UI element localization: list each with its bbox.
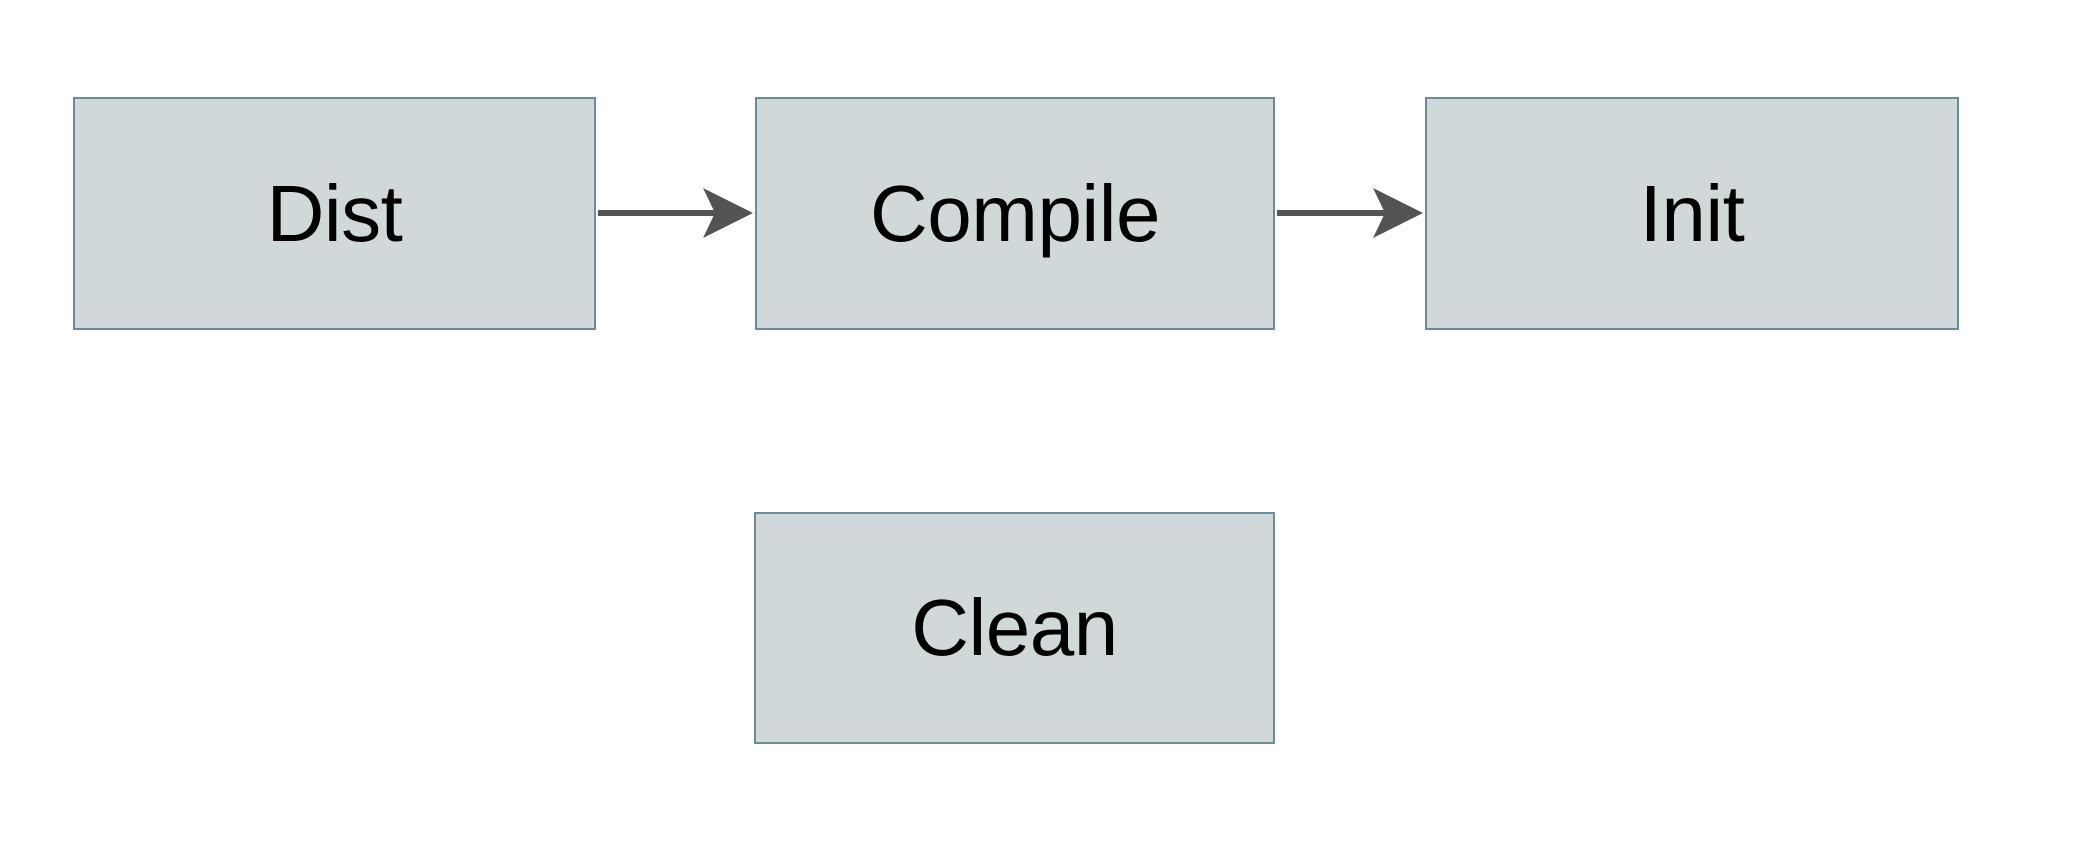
node-dist[interactable]: Dist xyxy=(73,97,596,330)
edge-dist-to-compile xyxy=(598,188,753,238)
node-init[interactable]: Init xyxy=(1425,97,1959,330)
node-dist-label: Dist xyxy=(266,168,403,258)
edge-dist-to-compile-arrowhead xyxy=(703,188,753,238)
node-compile[interactable]: Compile xyxy=(755,97,1275,330)
node-compile-label: Compile xyxy=(870,168,1160,258)
node-clean[interactable]: Clean xyxy=(754,512,1275,744)
edge-compile-to-init xyxy=(1277,188,1423,238)
node-clean-label: Clean xyxy=(911,583,1118,672)
edge-compile-to-init-arrowhead xyxy=(1373,188,1423,238)
node-init-label: Init xyxy=(1639,168,1745,258)
